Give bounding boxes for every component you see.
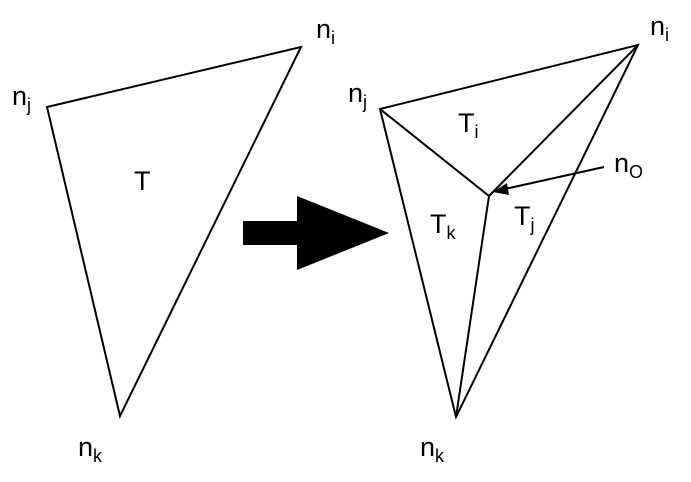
right-triangle: ni nj nk nO Ti Tj Tk [348,11,669,466]
right-triangle-outline [378,43,640,420]
edge-center-to-nk [455,195,490,418]
right-node-k-label: nk [420,432,445,466]
edge-center-to-nj [379,108,490,197]
left-triangle-outline [45,45,303,419]
edge-center-to-ni [488,44,639,197]
sub-triangle-j-label: Tj [514,201,535,235]
pointer-arrow-line [504,166,605,190]
right-arrow-icon [243,196,389,270]
right-arrow-shape [243,196,389,270]
right-node-i-label: ni [650,11,669,45]
sub-triangle-i-label: Ti [458,108,479,142]
pointer-arrow-icon [493,166,605,195]
left-node-j-label: nj [12,81,31,115]
left-node-k-label: nk [78,432,103,466]
pointer-arrow-head [493,183,509,195]
left-node-i-label: ni [316,14,335,48]
right-node-j-label: nj [348,78,367,112]
sub-triangle-k-label: Tk [430,209,457,243]
left-face-label: T [134,166,151,196]
center-node-label: nO [614,148,643,182]
left-triangle: ni nj nk T [12,14,335,466]
